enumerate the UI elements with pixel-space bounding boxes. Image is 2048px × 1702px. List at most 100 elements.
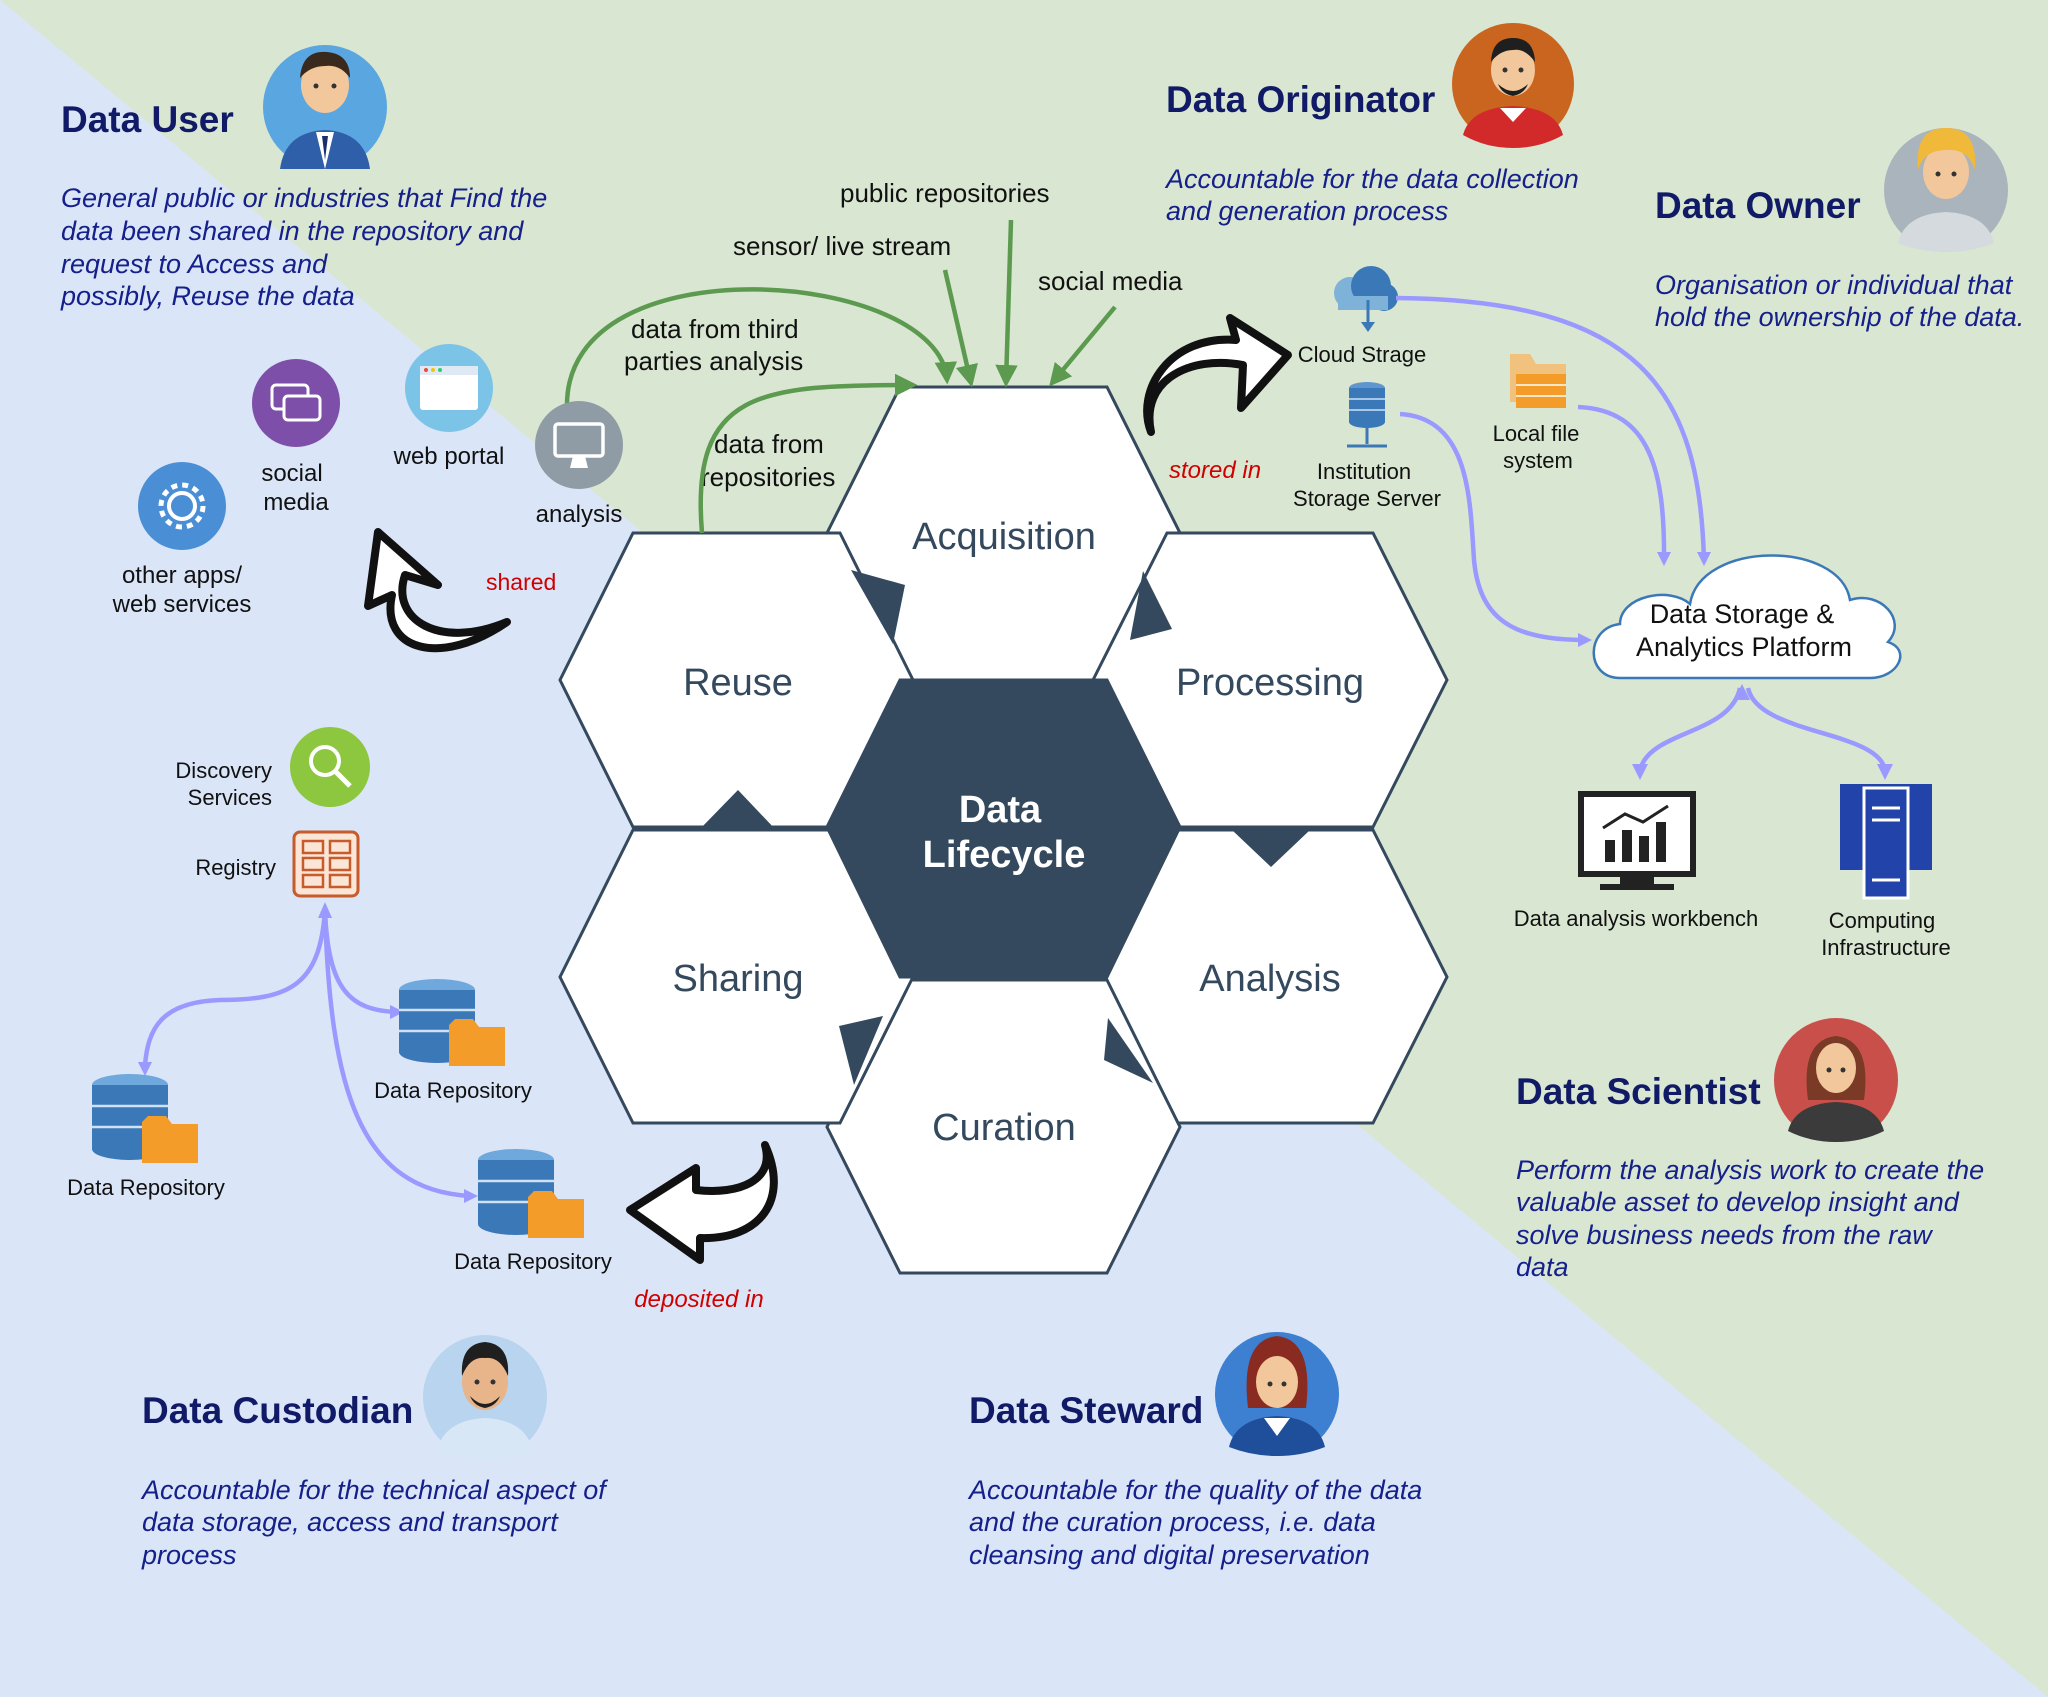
arrowhead-cloud — [1697, 552, 1711, 566]
data-owner-desc-1: Organisation or individual that — [1655, 270, 2014, 300]
social-media-icon — [252, 359, 340, 447]
stored-in-curved-arrow — [1143, 314, 1292, 436]
stage-curation-label: Curation — [932, 1107, 1076, 1149]
data-custodian-desc-1: Accountable for the technical aspect of — [140, 1475, 608, 1505]
data-owner-title: Data Owner — [1655, 185, 1861, 226]
analysis-source-label: analysis — [536, 501, 623, 528]
arrow-public-repositories — [995, 219, 1018, 388]
data-owner-avatar — [1884, 128, 2008, 252]
repository-section: Discovery Services Registry — [67, 727, 778, 1313]
data-scientist-desc-1: Perform the analysis work to create the — [1516, 1155, 1984, 1185]
social-media-target-label-2: media — [263, 489, 329, 516]
institution-label-2: Storage Server — [1293, 486, 1441, 511]
deposited-in-label: deposited in — [634, 1286, 763, 1313]
analysis-monitor-icon — [535, 401, 623, 489]
data-originator-avatar — [1452, 23, 1574, 148]
arrow-repositories — [698, 373, 918, 534]
data-custodian-desc-3: process — [141, 1540, 237, 1570]
arrowhead-computing — [1877, 764, 1893, 780]
data-steward-desc-1: Accountable for the quality of the data — [967, 1475, 1422, 1505]
repo-middle-database-icon — [399, 979, 505, 1066]
data-custodian-title: Data Custodian — [142, 1390, 413, 1431]
arrow-sensor-stream — [942, 269, 978, 388]
arrowhead-repo-left — [138, 1062, 152, 1076]
registry-label: Registry — [195, 855, 276, 880]
local-file-label-2: system — [1503, 448, 1573, 473]
deposited-in-curved-arrow — [626, 1141, 778, 1264]
data-originator-title: Data Originator — [1166, 79, 1435, 120]
center-label-line1: Data — [959, 789, 1042, 831]
stage-sharing-label: Sharing — [673, 958, 804, 1000]
shared-curved-arrow — [364, 528, 511, 653]
tab-processing-analysis — [1232, 830, 1310, 867]
arrow-platform-workbench — [1637, 687, 1743, 771]
computing-infrastructure-icon — [1840, 784, 1932, 900]
social-media-target-label-1: social — [261, 460, 322, 487]
tab-sharing-reuse — [700, 790, 775, 829]
storage-section: stored in Cloud Strage Institution Stora… — [1143, 266, 1951, 960]
local-file-label-1: Local file — [1493, 421, 1580, 446]
computing-label-2: Infrastructure — [1821, 935, 1951, 960]
platform-label-1: Data Storage & — [1650, 599, 1835, 629]
green-arrows — [564, 219, 1117, 534]
institution-label-1: Institution — [1317, 459, 1411, 484]
arrow-third-party — [564, 287, 958, 406]
data-user-avatar — [263, 45, 387, 169]
data-scientist-title: Data Scientist — [1516, 1071, 1761, 1112]
tab-acquisition-processing — [1130, 571, 1172, 640]
cloud-storage-icon — [1334, 266, 1398, 332]
arrowhead-registry — [318, 902, 332, 918]
registry-icon — [292, 830, 360, 898]
social-media-source-label: social media — [1038, 266, 1183, 296]
data-user-desc-2: data been shared in the repository and — [61, 216, 524, 246]
platform-cloud-shape[interactable] — [1592, 554, 1902, 680]
platform-label-2: Analytics Platform — [1636, 632, 1852, 662]
other-apps-label-1: other apps/ — [122, 562, 242, 589]
arrow-social-media — [1049, 305, 1117, 387]
hex-center[interactable] — [825, 678, 1182, 979]
hex-curation[interactable] — [825, 978, 1182, 1275]
web-portal-label: web portal — [393, 443, 505, 470]
discovery-label-1: Discovery — [175, 758, 272, 783]
other-apps-gear-icon — [138, 462, 226, 550]
purple-storage-arrows — [1395, 295, 1707, 643]
cloud-storage-label: Cloud Strage — [1298, 342, 1426, 367]
registry-arrows — [142, 909, 471, 1199]
cycle-indicators — [700, 570, 1310, 1085]
data-user-desc-4: possibly, Reuse the data — [60, 281, 355, 311]
data-custodian-avatar — [423, 1335, 547, 1459]
web-portal-icon — [405, 344, 493, 432]
data-steward-desc-3: cleansing and digital preservation — [969, 1540, 1370, 1570]
data-user-desc-1: General public or industries that Find t… — [61, 183, 547, 213]
sharing-targets: social media web portal other apps/ web … — [112, 344, 556, 653]
data-user-desc-3: request to Access and — [61, 249, 328, 279]
data-scientist-desc-3: solve business needs from the raw — [1516, 1220, 1933, 1250]
stage-analysis-label: Analysis — [1199, 958, 1341, 1000]
repo-bottom-database-icon — [478, 1149, 584, 1238]
data-user-title: Data User — [61, 99, 234, 140]
arrow-cloud-platform — [1395, 295, 1707, 563]
local-file-system-icon — [1510, 354, 1566, 408]
data-custodian-desc-2: data storage, access and transport — [142, 1507, 559, 1537]
repo-middle-label: Data Repository — [374, 1078, 532, 1103]
public-repositories-label: public repositories — [840, 178, 1050, 208]
data-steward-title: Data Steward — [969, 1390, 1203, 1431]
data-owner-desc-2: hold the ownership of the data. — [1655, 302, 2024, 332]
repo-left-database-icon — [92, 1074, 198, 1163]
other-apps-label-2: web services — [112, 591, 252, 618]
discovery-label-2: Services — [188, 785, 272, 810]
data-originator-desc-2: and generation process — [1166, 196, 1448, 226]
arrow-registry-repo-bottom — [322, 909, 471, 1199]
arrowhead-repo-middle — [390, 1005, 404, 1019]
stage-reuse-label: Reuse — [683, 662, 793, 704]
arrowhead-local — [1657, 552, 1671, 566]
acquisition-sources: public repositories sensor/ live stream … — [535, 178, 1183, 534]
arrowhead-platform — [1734, 684, 1750, 700]
repo-bottom-label: Data Repository — [454, 1249, 612, 1274]
workbench-label: Data analysis workbench — [1514, 906, 1759, 931]
tab-curation-sharing — [839, 1016, 883, 1085]
stage-acquisition-label: Acquisition — [912, 516, 1096, 558]
arrow-platform-computing — [1745, 687, 1888, 771]
